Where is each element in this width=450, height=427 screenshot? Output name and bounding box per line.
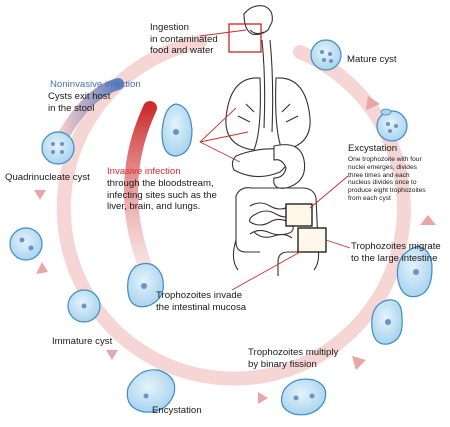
trophozoite-cell bbox=[396, 245, 433, 298]
noninvasive-arrow bbox=[56, 78, 124, 144]
cycle-arrowhead bbox=[106, 350, 118, 360]
noninvasive-body: Cysts exit host in the stool bbox=[48, 91, 111, 114]
trophozoite-cell bbox=[371, 299, 403, 345]
cycle-arrowhead bbox=[352, 356, 366, 370]
encysting-cell bbox=[126, 369, 176, 413]
invade-label: Trophozoites invade the intestinal mucos… bbox=[156, 290, 247, 313]
human-digestive-system bbox=[225, 5, 320, 276]
invasive-title: Invasive infection bbox=[107, 166, 181, 177]
large-intestine-box bbox=[297, 227, 327, 253]
excystation-body: One trophozoite with four nuclei emerges… bbox=[348, 156, 426, 202]
invasive-arrow bbox=[124, 101, 157, 285]
multiply-label: Trophozoites multiply by binary fission bbox=[248, 347, 339, 370]
pointer-lines bbox=[199, 29, 351, 291]
cycle-arrowhead bbox=[34, 190, 46, 200]
mucosa-trophozoite-cell bbox=[127, 263, 164, 308]
migrate-label: Trophozoites migrate to the large intest… bbox=[351, 241, 441, 264]
cycle-arrowhead bbox=[258, 392, 268, 404]
mature-cyst-label: Mature cyst bbox=[347, 54, 397, 65]
encystation-label: Encystation bbox=[152, 405, 202, 416]
ingestion-box bbox=[228, 23, 262, 53]
immature-cyst-cell bbox=[67, 289, 101, 323]
excystation-title: Excystation bbox=[348, 143, 398, 154]
cycle-arrowhead bbox=[420, 215, 436, 225]
binucleate-cyst-cell bbox=[9, 227, 43, 261]
cycle-arrowhead bbox=[36, 262, 48, 274]
life-cycle-ring bbox=[34, 35, 436, 404]
quadrinucleate-label: Quadrinucleate cyst bbox=[5, 172, 90, 183]
immature-cyst-label: Immature cyst bbox=[52, 336, 113, 347]
mature-cyst-cell bbox=[310, 39, 342, 71]
quadrinucleate-cyst-cell bbox=[41, 131, 75, 165]
cycle-arrowhead bbox=[366, 96, 380, 110]
invasive-body: through the bloodstream, infecting sites… bbox=[107, 178, 217, 212]
noninvasive-title: Noninvasive infection bbox=[50, 79, 141, 90]
dividing-trophozoite-cell bbox=[281, 378, 327, 416]
excysting-cell bbox=[376, 108, 408, 142]
excystation-box bbox=[285, 203, 313, 227]
ingestion-label: Ingestion in contaminated food and water bbox=[150, 22, 218, 56]
invasive-trophozoite-cell bbox=[161, 103, 193, 157]
